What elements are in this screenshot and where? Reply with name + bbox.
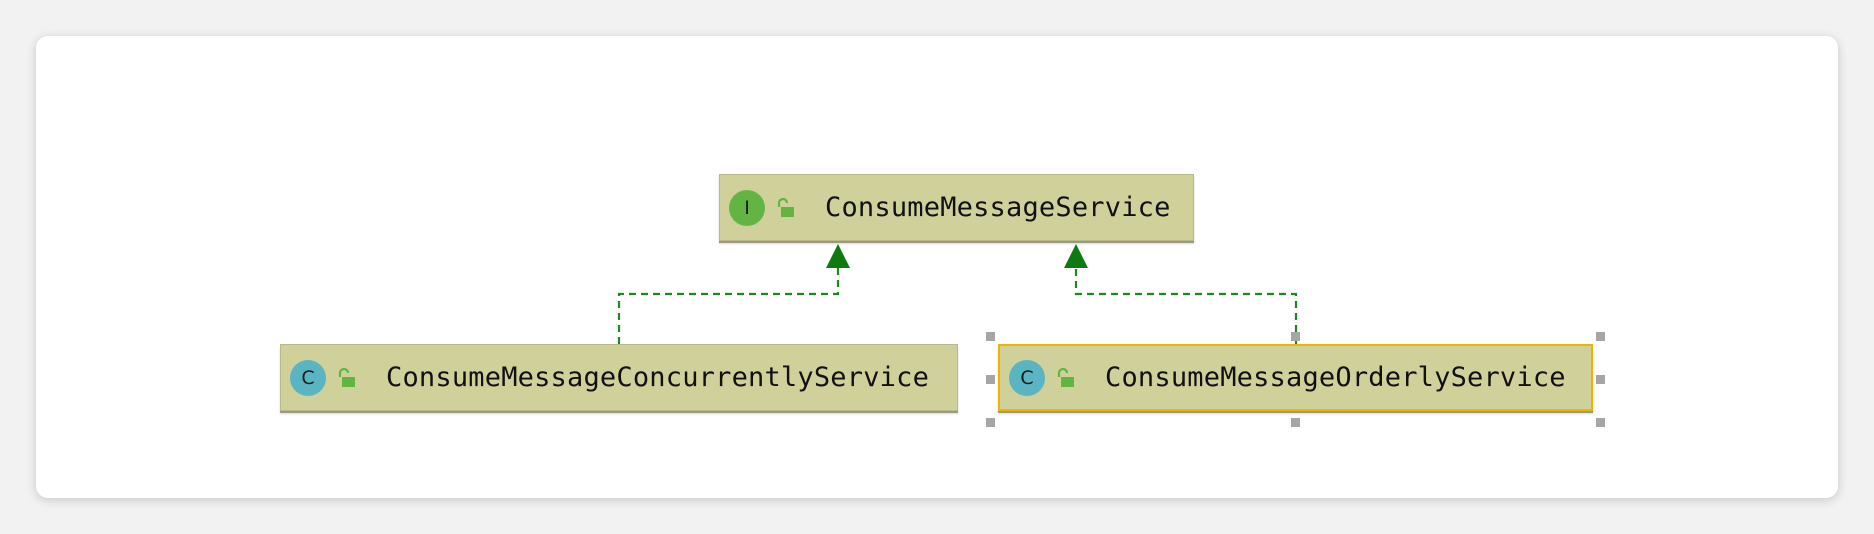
node-name: ConsumeMessageConcurrentlyService [386, 362, 930, 393]
class-icon: C [290, 359, 326, 396]
class-icon: C [1009, 359, 1045, 396]
interface-icon: I [729, 189, 765, 226]
resize-handle-top-left[interactable] [986, 332, 995, 341]
node-consume-message-service[interactable]: I ConsumeMessageService [719, 174, 1194, 241]
resize-handle-middle-left[interactable] [986, 375, 995, 384]
inheritance-arrowhead [1064, 244, 1088, 268]
node-consume-message-concurrently-service[interactable]: C ConsumeMessageConcurrentlyService [280, 344, 958, 411]
unlocked-lock-icon [338, 367, 355, 387]
resize-handle-top-center[interactable] [1291, 332, 1300, 341]
resize-handle-bottom-right[interactable] [1596, 418, 1605, 427]
node-consume-message-orderly-service[interactable]: C ConsumeMessageOrderlyService [998, 344, 1593, 411]
node-name: ConsumeMessageOrderlyService [1105, 362, 1566, 393]
resize-handle-bottom-center[interactable] [1291, 418, 1300, 427]
inheritance-arrowhead [826, 244, 850, 268]
edge-orderly-implements [1064, 244, 1298, 344]
resize-handle-bottom-left[interactable] [986, 418, 995, 427]
node-name: ConsumeMessageService [825, 192, 1171, 223]
unlocked-lock-icon [777, 197, 794, 217]
edge-concurrently-implements [617, 244, 850, 344]
unlocked-lock-icon [1057, 367, 1074, 387]
resize-handle-top-right[interactable] [1596, 332, 1605, 341]
resize-handle-middle-right[interactable] [1596, 375, 1605, 384]
diagram-canvas[interactable] [36, 36, 1838, 498]
